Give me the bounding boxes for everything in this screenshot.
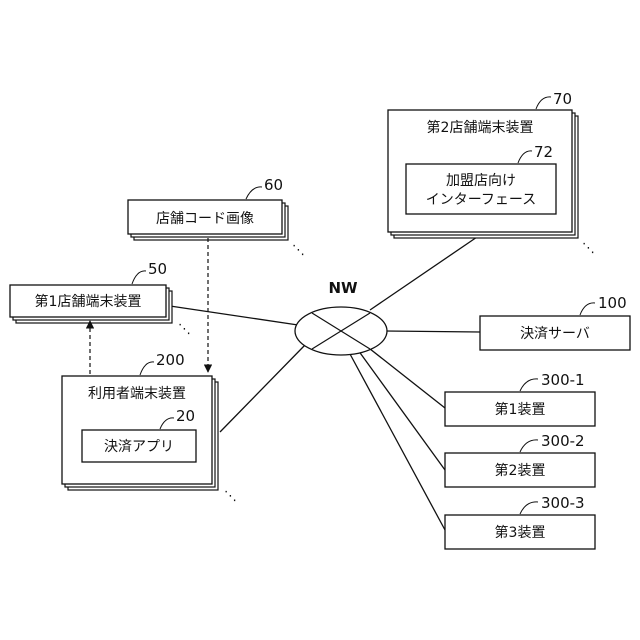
network-node: NW <box>295 279 387 355</box>
ref-leader <box>520 379 538 391</box>
store-code-image-label: 店舗コード画像 <box>156 211 254 227</box>
ref-leader <box>520 440 538 452</box>
ellipsis-icon: ⋱ <box>292 243 305 258</box>
ref-leader <box>520 502 538 514</box>
ellipsis-icon: ⋱ <box>582 241 595 256</box>
merchant-interface-ref: 72 <box>534 143 553 161</box>
device-3-ref: 300-3 <box>541 494 585 512</box>
ref-leader <box>246 187 262 199</box>
store-terminal-2-label: 第2店舗端末装置 <box>427 119 534 136</box>
store-terminal-1-label: 第1店舗端末装置 <box>35 293 142 310</box>
payment-app-ref: 20 <box>176 407 195 425</box>
device-3-node: 第3装置 300-3 <box>445 494 595 549</box>
user-terminal-node: 利用者端末装置 200 決済アプリ 20 ⋱ <box>62 351 237 504</box>
merchant-interface-line1: 加盟店向け <box>446 173 516 189</box>
payment-server-ref: 100 <box>598 294 627 312</box>
payment-server-label: 決済サーバ <box>520 326 590 342</box>
store-terminal-1-node: 第1店舗端末装置 50 ⋱ <box>10 260 191 337</box>
payment-server-node: 決済サーバ 100 <box>480 294 630 350</box>
ref-leader <box>140 362 154 375</box>
payment-app-label: 決済アプリ <box>104 439 174 455</box>
line-nw-user <box>220 345 305 432</box>
ref-leader <box>580 303 595 315</box>
line-nw-server <box>385 331 480 332</box>
network-label: NW <box>328 279 358 297</box>
line-nw-device2 <box>358 350 445 470</box>
merchant-interface-line2: インターフェース <box>426 192 536 208</box>
device-1-node: 第1装置 300-1 <box>445 371 595 426</box>
device-2-ref: 300-2 <box>541 432 585 450</box>
device-1-label: 第1装置 <box>495 401 546 418</box>
user-terminal-label: 利用者端末装置 <box>88 386 186 402</box>
device-2-label: 第2装置 <box>495 462 546 479</box>
line-nw-store2 <box>370 235 480 310</box>
device-1-ref: 300-1 <box>541 371 585 389</box>
store-code-image-node: 店舗コード画像 60 ⋱ <box>128 176 305 258</box>
store-terminal-1-ref: 50 <box>148 260 167 278</box>
user-terminal-ref: 200 <box>156 351 185 369</box>
store-terminal-2-node: 第2店舗端末装置 70 加盟店向け インターフェース 72 ⋱ <box>388 90 595 256</box>
ellipsis-icon: ⋱ <box>224 489 237 504</box>
ref-leader <box>132 271 146 284</box>
device-3-label: 第3装置 <box>495 524 546 541</box>
store-terminal-2-ref: 70 <box>553 90 572 108</box>
ref-leader <box>536 97 551 109</box>
ellipsis-icon: ⋱ <box>178 322 191 337</box>
store-code-image-ref: 60 <box>264 176 283 194</box>
line-nw-device3 <box>350 354 445 530</box>
device-2-node: 第2装置 300-2 <box>445 432 595 487</box>
